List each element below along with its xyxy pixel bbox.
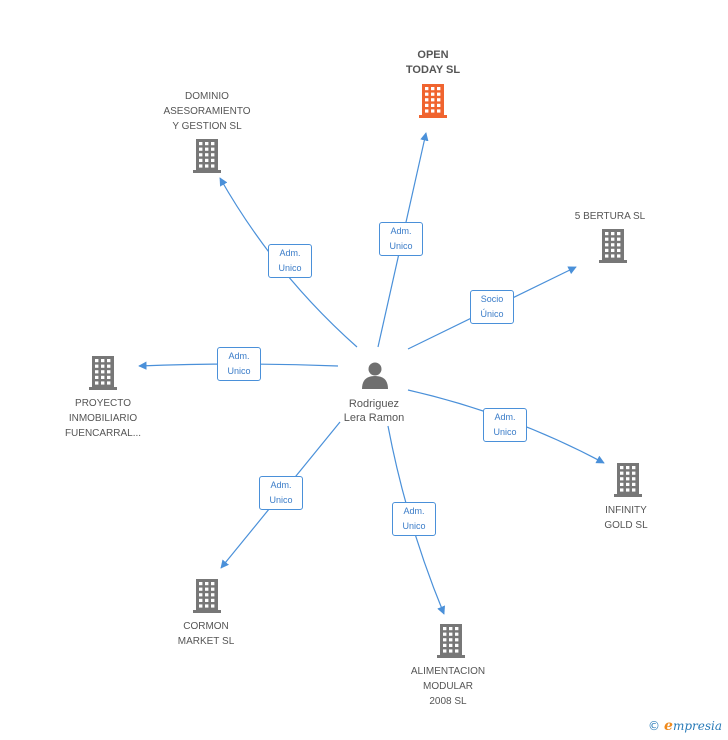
person-name-line-1: Rodriguez [348,398,400,410]
building-icon-proyecto[interactable] [89,356,117,390]
company-label-cormon[interactable]: CORMON MARKET SL [146,619,266,649]
edge-label-line: Adm. [390,226,412,236]
edge-label-line: Adm. [279,248,301,258]
edge-label-open-today[interactable]: Adm. Unico [379,222,423,256]
edge-label-line: Socio [480,294,504,304]
company-label-line: OPEN [417,49,449,61]
company-label-line: TODAY SL [405,64,461,76]
edge-label-infinity[interactable]: Adm. Unico [483,408,527,442]
building-icon-cormon[interactable] [193,579,221,613]
edge-label-line: Unico [389,241,413,251]
edge-label-cormon[interactable]: Adm. Unico [259,476,303,510]
edge-label-line: Unico [269,495,293,505]
company-label-line: FUENCARRAL... [64,428,142,439]
company-label-line: INFINITY [605,505,647,516]
company-label-line: GOLD SL [604,520,648,531]
building-icon-open-today[interactable] [419,84,447,118]
edge-label-alimentacion[interactable]: Adm. Unico [392,502,436,536]
company-label-line: ALIMENTACION [410,666,486,677]
edge-label-line: Único [480,309,504,319]
building-icon-infinity[interactable] [614,463,642,497]
building-icon-5bertura[interactable] [599,229,627,263]
brand-first-letter: e [664,718,673,734]
company-label-infinity[interactable]: INFINITY GOLD SL [566,503,686,533]
edge-label-line: Adm. [494,412,516,422]
company-label-line: MARKET SL [177,636,235,647]
edge-label-line: Unico [493,427,517,437]
edge-label-dominio[interactable]: Adm. Unico [268,244,312,278]
edge-label-line: Unico [227,366,251,376]
building-icon-dominio[interactable] [193,139,221,173]
empresia-logo[interactable]: ©empresia [648,718,722,734]
edge-label-line: Unico [402,521,426,531]
person-name[interactable]: Rodriguez Lera Ramon [314,397,434,425]
company-label-alimentacion[interactable]: ALIMENTACION MODULAR 2008 SL [388,664,508,709]
company-label-dominio[interactable]: DOMINIO ASESORAMIENTO Y GESTION SL [147,89,267,134]
company-label-line: PROYECTO [75,398,131,409]
company-label-line: INMOBILIARIO [68,413,138,424]
edge-label-line: Adm. [228,351,250,361]
building-icon-alimentacion[interactable] [437,624,465,658]
edge-label-line: Unico [278,263,302,273]
company-label-line: ASESORAMIENTO [163,106,251,117]
company-label-open-today[interactable]: OPEN TODAY SL [373,48,493,78]
edge-label-line: Adm. [270,480,292,490]
company-label-line: 2008 SL [429,696,467,707]
company-label-line: MODULAR [422,681,473,692]
company-label-5bertura[interactable]: 5 BERTURA SL [550,209,670,224]
company-label-line: Y GESTION SL [172,121,242,132]
company-label-line: CORMON [183,621,229,632]
person-icon[interactable] [362,362,388,390]
company-label-proyecto[interactable]: PROYECTO INMOBILIARIO FUENCARRAL... [43,396,163,441]
brand-rest: mpresia [672,719,722,733]
person-name-line-2: Lera Ramon [343,412,405,424]
edge-label-proyecto[interactable]: Adm. Unico [217,347,261,381]
edge-label-line: Adm. [403,506,425,516]
copyright-icon: © [648,719,661,733]
company-label-line: 5 BERTURA SL [574,211,646,222]
company-label-line: DOMINIO [185,91,229,102]
